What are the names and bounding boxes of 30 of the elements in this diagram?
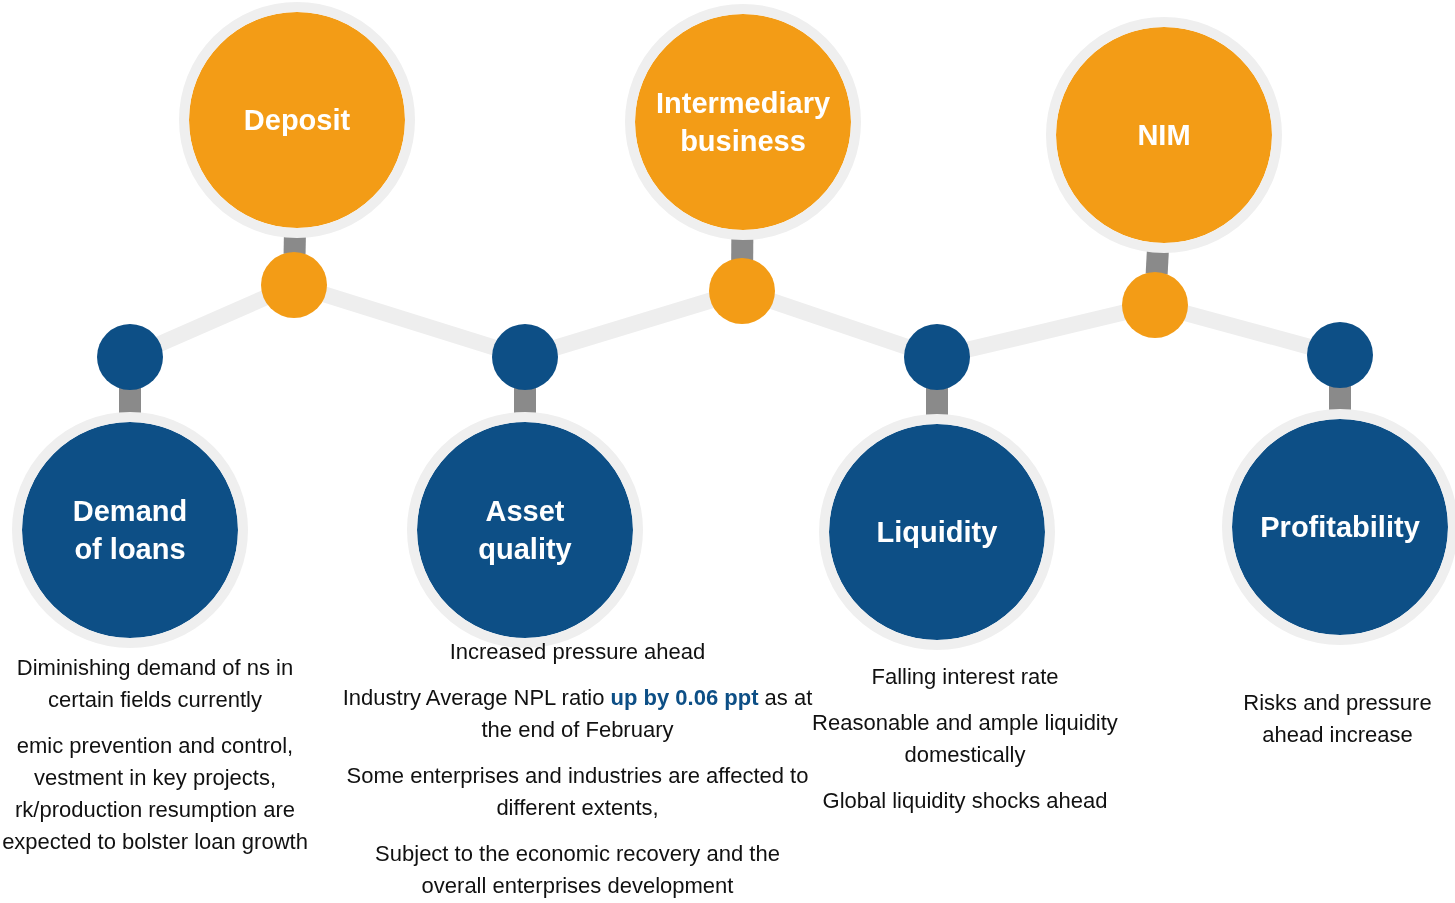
connector-band: [768, 293, 911, 355]
connector-stem: [1145, 250, 1169, 275]
connector-band: [155, 290, 269, 352]
topic-label: Profitability: [1259, 510, 1421, 545]
connector-stem: [283, 235, 306, 255]
connector-band: [321, 286, 498, 356]
connector-stem: [1329, 386, 1351, 411]
connector-stem: [926, 388, 948, 416]
connector-stem: [119, 388, 141, 414]
description-text: Industry Average NPL ratio up by 0.06 ppt as at the end of February: [341, 684, 813, 744]
connector-stem: [731, 237, 754, 261]
topic-label: NIM: [1136, 118, 1192, 153]
description-text: Risks and pressure ahead increase: [1242, 689, 1433, 749]
description-text: Diminishing demand of ns in certain fields currently: [15, 654, 295, 714]
description-text: Increased pressure ahead: [449, 638, 706, 666]
description-text: Global liquidity shocks ahead: [822, 787, 1108, 815]
description-text: Some enterprises and industries are affected to different extents,: [345, 762, 810, 822]
topic-label: Deposit: [242, 103, 352, 138]
description-text: Reasonable and ample liquidity domestically: [811, 709, 1119, 769]
topic-label: Asset quality: [477, 494, 573, 567]
description-text: Subject to the economic recovery and the overall enterprises development: [374, 840, 781, 900]
topic-label: Demand of loans: [71, 494, 189, 567]
connector-band: [552, 292, 715, 356]
description-text: Falling interest rate: [871, 663, 1059, 691]
topic-label: Intermediary business: [654, 86, 832, 159]
connector-stem: [514, 388, 536, 414]
connector-band: [965, 304, 1127, 358]
connector-band: [1182, 305, 1313, 355]
description-text: emic prevention and control, vestment in key projects, rk/production resumption are expected to bolster loan growth: [1, 732, 309, 856]
topic-label: Liquidity: [875, 515, 999, 550]
